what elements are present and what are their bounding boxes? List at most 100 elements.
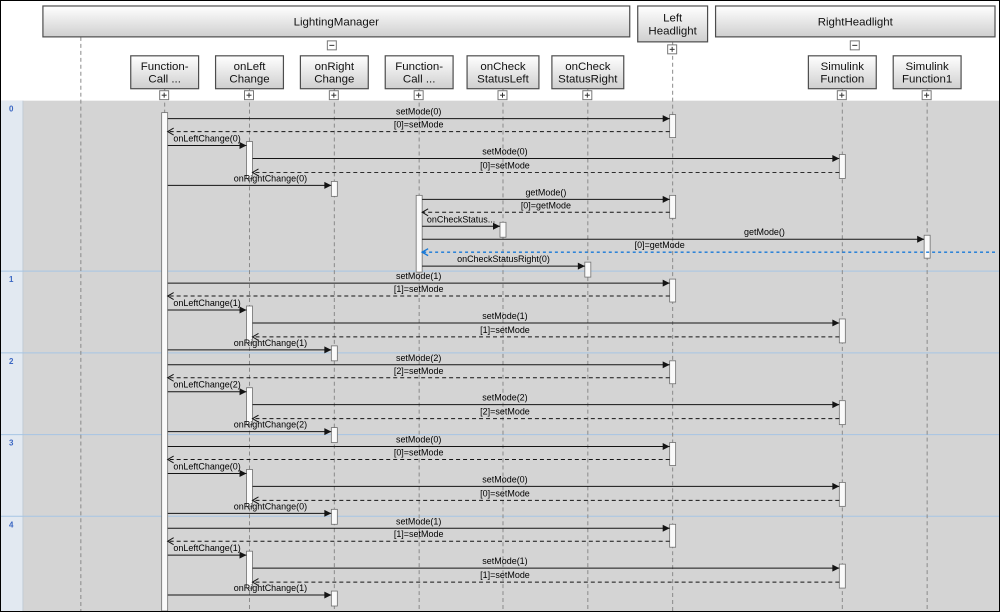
lifeline-header-right-headlight[interactable]: RightHeadlight xyxy=(714,5,996,51)
activation-bar xyxy=(161,112,169,611)
lifeline-header-function-call[interactable]: Function-Call ... xyxy=(130,55,200,101)
message-label: setMode(1) xyxy=(482,556,527,566)
message-return[interactable]: [0]=setMode xyxy=(251,160,840,177)
lifeline-label: Function- xyxy=(395,61,443,73)
message-return[interactable]: [1]=setMode xyxy=(166,529,670,546)
message-label: [1]=setMode xyxy=(480,325,530,335)
message-call[interactable]: onRightChange(1) xyxy=(167,338,332,354)
lifeline-header-on-check-status-right[interactable]: onCheckStatusRight xyxy=(551,55,625,101)
message-call[interactable]: setMode(1) xyxy=(252,311,840,327)
message-return[interactable]: [1]=setMode xyxy=(251,325,840,341)
message-label: [2]=setMode xyxy=(480,407,530,417)
collapse-icon[interactable] xyxy=(849,40,860,51)
message-call[interactable]: setMode(1) xyxy=(167,516,670,532)
expand-icon[interactable] xyxy=(497,90,508,101)
message-call[interactable]: onLeftChange(1) xyxy=(167,543,247,559)
message-label: getMode() xyxy=(744,227,785,237)
lifeline-label: Function xyxy=(820,74,864,86)
message-return[interactable]: [0]=getMode xyxy=(421,200,670,217)
activation-bar xyxy=(499,221,507,238)
arrowhead-open-icon xyxy=(421,208,429,217)
arrowhead-icon xyxy=(239,551,247,559)
arrowhead-open-icon xyxy=(251,496,259,505)
lifeline-label: Left xyxy=(663,12,683,24)
message-call[interactable]: onRightChange(1) xyxy=(167,583,332,599)
message-return[interactable]: [0]=setMode xyxy=(166,448,670,464)
lifeline-header-function-call-1[interactable]: Function-Call ... xyxy=(384,55,454,101)
message-return[interactable]: [0]=setMode xyxy=(166,120,670,136)
message-return[interactable]: [2]=setMode xyxy=(251,407,840,423)
message-call[interactable]: getMode() xyxy=(422,187,670,203)
arrowhead-open-icon xyxy=(166,127,174,136)
message-label: onRightChange(2) xyxy=(234,420,307,430)
activation-bar xyxy=(246,469,253,507)
message-label: onLeftChange(1) xyxy=(173,543,240,553)
arrowhead-open-icon xyxy=(166,373,174,382)
arrowhead-icon xyxy=(832,564,840,572)
message-call[interactable]: onRightChange(2) xyxy=(167,420,332,436)
message-label: [0]=getMode xyxy=(635,240,685,250)
activation-bar xyxy=(838,400,846,426)
message-call[interactable]: getMode() xyxy=(422,227,925,243)
activation-bar xyxy=(584,261,592,278)
message-call[interactable]: onLeftChange(0) xyxy=(167,134,247,150)
band-number: 0 xyxy=(9,105,14,114)
expand-icon[interactable] xyxy=(413,90,424,101)
lifeline-header-lighting-manager[interactable]: LightingManager xyxy=(42,5,631,51)
collapse-icon[interactable] xyxy=(326,40,337,51)
message-call[interactable]: setMode(0) xyxy=(252,474,840,490)
message-call[interactable]: setMode(0) xyxy=(167,107,670,123)
message-label: onRightChange(1) xyxy=(234,583,307,593)
message-call[interactable]: onCheckStatusRight(0) xyxy=(422,254,585,270)
message-call[interactable]: setMode(2) xyxy=(167,353,670,369)
message-return[interactable]: [0]=setMode xyxy=(251,488,840,505)
message-call[interactable]: onLeftChange(0) xyxy=(167,461,247,477)
message-call[interactable]: onRightChange(0) xyxy=(167,173,332,189)
lifeline-label: onLeft xyxy=(234,61,267,73)
arrowhead-icon xyxy=(662,443,670,451)
message-call[interactable]: setMode(0) xyxy=(252,147,840,162)
lifeline-label: Simulink xyxy=(905,61,949,73)
message-selected[interactable]: [0]=getMode xyxy=(420,240,996,257)
message-call[interactable]: setMode(2) xyxy=(252,393,840,409)
expand-icon[interactable] xyxy=(159,90,170,101)
expand-icon[interactable] xyxy=(836,90,847,101)
message-return[interactable]: [2]=setMode xyxy=(166,366,670,382)
message-call[interactable]: onLeftChange(1) xyxy=(167,298,247,314)
lifeline-header-on-right-change[interactable]: onRightChange xyxy=(299,55,369,101)
message-return[interactable]: [1]=setMode xyxy=(251,570,840,587)
band-gutter xyxy=(1,100,23,611)
expand-icon[interactable] xyxy=(328,90,339,101)
band-number: 1 xyxy=(9,275,14,284)
message-label: onCheckStatus... xyxy=(427,214,495,224)
activation-bar xyxy=(838,318,846,344)
activation-bar xyxy=(669,442,677,466)
expand-icon[interactable] xyxy=(667,44,678,55)
message-label: [1]=setMode xyxy=(394,529,444,539)
message-call[interactable]: setMode(1) xyxy=(167,271,670,287)
band-number: 4 xyxy=(9,520,14,529)
message-label: setMode(0) xyxy=(482,147,527,157)
message-call[interactable]: onRightChange(0) xyxy=(167,501,332,517)
message-call[interactable]: setMode(1) xyxy=(252,556,840,572)
arrowhead-icon xyxy=(324,591,332,599)
expand-icon[interactable] xyxy=(582,90,593,101)
expand-icon[interactable] xyxy=(921,90,932,101)
arrowhead-icon xyxy=(662,115,670,123)
message-call[interactable]: setMode(0) xyxy=(167,435,670,451)
arrowhead-icon xyxy=(493,222,500,230)
activation-bar xyxy=(330,590,338,607)
message-label: setMode(1) xyxy=(396,516,441,526)
lifeline-header-on-left-change[interactable]: onLeftChange xyxy=(214,55,285,101)
lifeline-label: onRight xyxy=(315,61,355,73)
message-call[interactable]: onLeftChange(2) xyxy=(167,380,247,396)
message-call[interactable]: onCheckStatus... xyxy=(422,214,500,230)
activation-bar xyxy=(669,278,677,303)
message-label: [0]=setMode xyxy=(480,488,530,498)
message-return[interactable]: [1]=setMode xyxy=(166,284,670,300)
expand-icon[interactable] xyxy=(244,90,254,101)
